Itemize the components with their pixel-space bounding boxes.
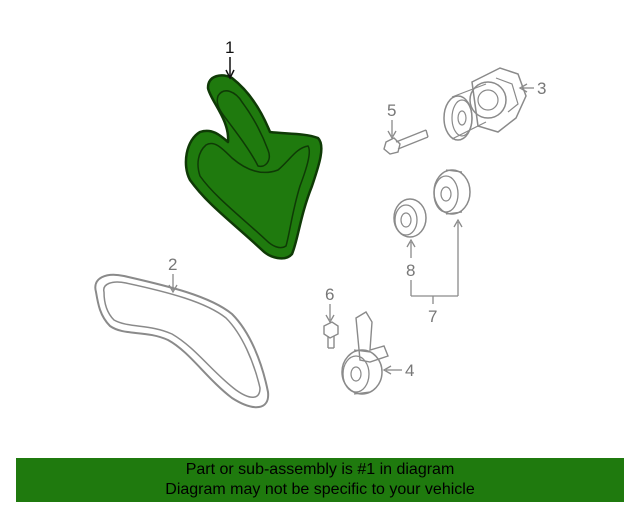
callout-7-label: 7 xyxy=(428,307,437,326)
callout-3-label: 3 xyxy=(537,79,546,98)
callout-6-label: 6 xyxy=(325,285,334,304)
banner-line-2: Diagram may not be specific to your vehi… xyxy=(165,481,475,498)
callout-4: 4 xyxy=(382,361,414,380)
callout-1-label: 1 xyxy=(225,38,234,57)
callout-4-label: 4 xyxy=(405,361,414,380)
part-6-bolt[interactable] xyxy=(323,321,339,349)
part-4-tensioner-pulley[interactable] xyxy=(341,311,389,395)
part-3-tensioner[interactable] xyxy=(443,67,527,141)
banner-line-1: Part or sub-assembly is #1 in diagram xyxy=(185,461,455,478)
callout-8: 8 xyxy=(406,238,416,280)
callout-5: 5 xyxy=(387,101,397,140)
callout-1: 1 xyxy=(225,38,235,80)
callout-3: 3 xyxy=(518,79,546,98)
part-1-drive-belt[interactable] xyxy=(184,74,323,260)
callout-8-label: 8 xyxy=(406,261,415,280)
part-5-bolt[interactable] xyxy=(383,129,429,155)
part-7-idler-pulley[interactable] xyxy=(433,169,471,215)
part-2-belt[interactable] xyxy=(94,273,270,408)
callout-2-label: 2 xyxy=(168,255,177,274)
callout-6: 6 xyxy=(325,285,335,324)
callout-7: 7 xyxy=(410,218,463,326)
callout-5-label: 5 xyxy=(387,101,396,120)
part-8-pulley[interactable] xyxy=(393,198,427,238)
callout-2: 2 xyxy=(168,255,178,294)
info-banner: Part or sub-assembly is #1 in diagram Di… xyxy=(16,458,624,502)
